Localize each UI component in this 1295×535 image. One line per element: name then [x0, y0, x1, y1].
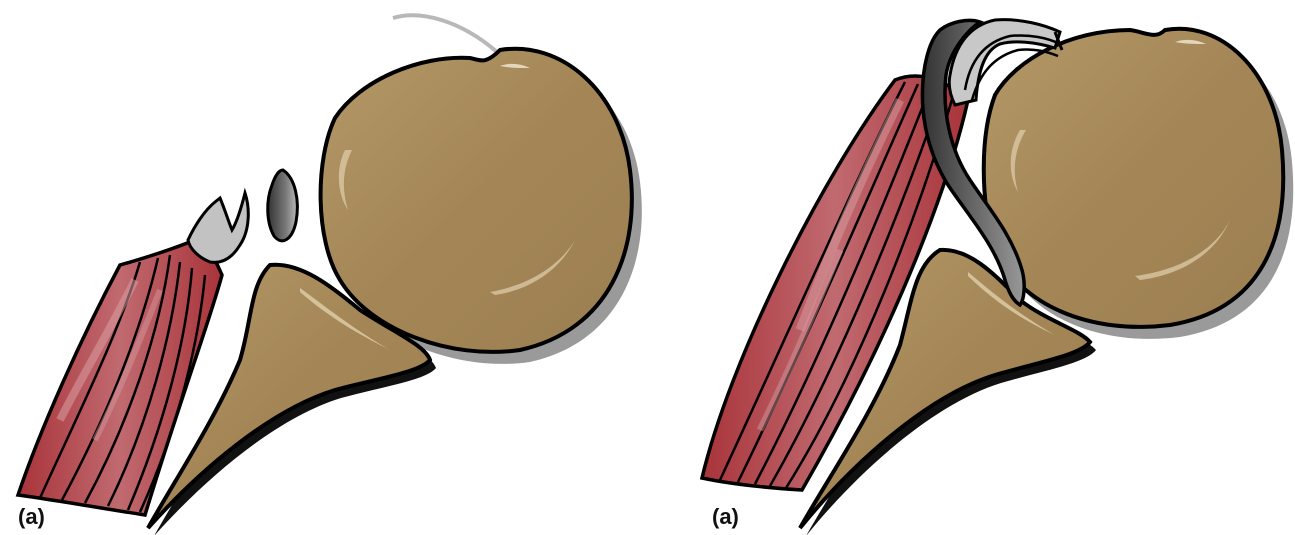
panel-right: (a) — [650, 0, 1295, 535]
retracted-tendon-stump — [188, 193, 248, 262]
suture-remnant — [393, 15, 497, 52]
panel-label: (a) — [712, 506, 739, 528]
panel-label: (a) — [18, 506, 45, 528]
right-illustration — [650, 0, 1295, 535]
panel-left: (a) — [0, 0, 650, 535]
humeral-head — [984, 29, 1283, 327]
tendon-fragment — [268, 170, 298, 241]
humeral-head — [321, 49, 632, 352]
left-illustration — [0, 0, 650, 535]
